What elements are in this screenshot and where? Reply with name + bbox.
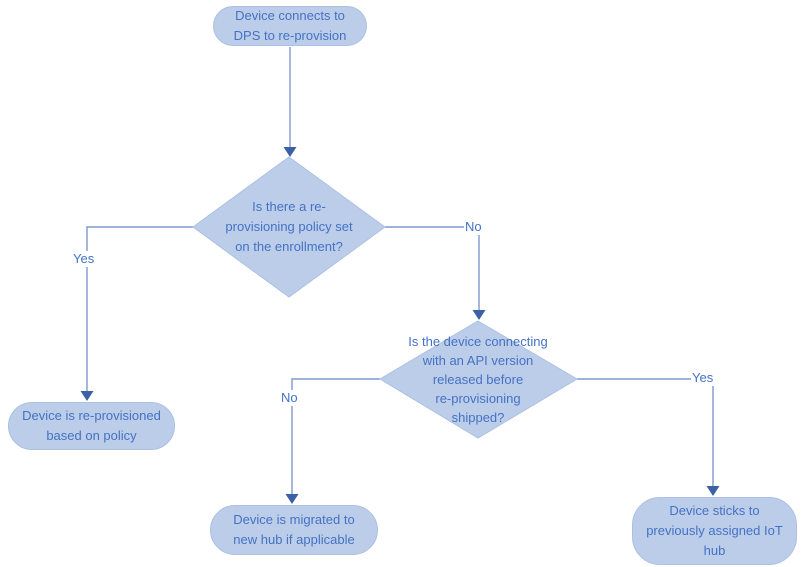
outcome-migrated-label: new hub if applicable: [233, 532, 355, 547]
outcome-migrated-node: Device is migrated to new hub if applica…: [210, 505, 378, 555]
edge-label-no-2: No: [280, 390, 299, 406]
decision1-label: Is there a re-: [252, 199, 326, 214]
start-node-label: Device connects to: [235, 8, 345, 23]
outcome-sticks-label: hub: [703, 543, 726, 558]
decision1-node: Is there a re- provisioning policy set o…: [199, 197, 379, 257]
edge-label-yes-2: Yes: [691, 370, 715, 386]
outcome-reprovisioned-label: Device is re-provisioned: [22, 408, 161, 423]
decision1-diamond-shape: [192, 156, 386, 298]
arrowhead-down-icon: [80, 391, 94, 401]
arrowhead-down-icon: [472, 310, 486, 320]
outcome-sticks-label: previously assigned IoT: [646, 523, 783, 538]
start-node: Device connects to DPS to re-provision: [213, 6, 367, 46]
outcome-sticks-label: Device sticks to: [669, 503, 760, 518]
decision2-label: Is the device connecting: [408, 333, 548, 349]
decision2-diamond-shape: [379, 320, 578, 439]
connector-decision2-no: [291, 378, 380, 494]
decision2-label: shipped?: [451, 409, 505, 425]
decision2-label: re-provisioning: [435, 390, 521, 406]
arrowhead-down-icon: [706, 486, 720, 496]
decision1-label: on the enrollment?: [235, 239, 343, 254]
connector-decision1-yes: [86, 226, 193, 391]
outcome-migrated-label: Device is migrated to: [233, 512, 355, 527]
decision1-label: provisioning policy set: [225, 219, 353, 234]
start-node-label: DPS to re-provision: [233, 28, 347, 43]
decision2-label: released before: [432, 371, 524, 387]
outcome-reprovisioned-node: Device is re-provisioned based on policy: [8, 402, 175, 450]
connector-decision2-yes: [577, 378, 714, 486]
arrowhead-down-icon: [283, 147, 297, 157]
outcome-reprovisioned-label: based on policy: [46, 428, 137, 443]
edge-label-no-1: No: [464, 219, 483, 235]
outcome-sticks-node: Device sticks to previously assigned IoT…: [632, 497, 797, 565]
edge-label-yes-1: Yes: [72, 251, 96, 267]
arrowhead-down-icon: [285, 494, 299, 504]
decision2-node: Is the device connecting with an API ver…: [383, 331, 573, 427]
connector-decision1-no: [385, 226, 480, 310]
decision2-label: with an API version: [422, 352, 534, 368]
